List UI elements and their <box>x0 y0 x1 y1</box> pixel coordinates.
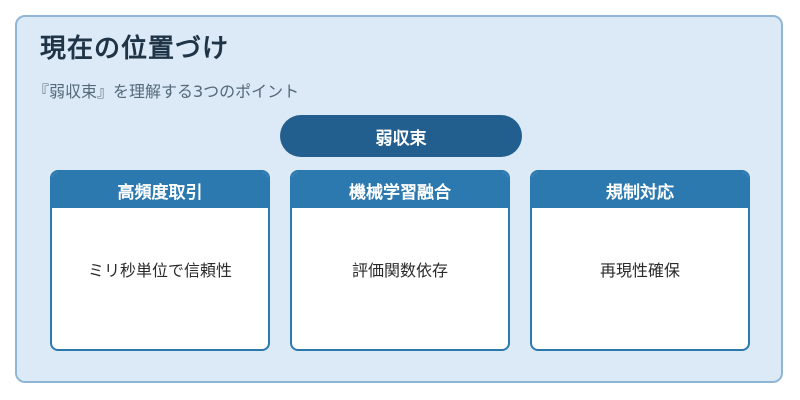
card-header: 高頻度取引 <box>52 172 268 208</box>
hub-label: 弱収束 <box>375 128 427 149</box>
card-text: 評価関数依存 <box>351 260 448 280</box>
page-subtitle: 『弱収束』を理解する3つのポイント <box>33 82 300 101</box>
card-body: 再現性確保 <box>532 208 748 329</box>
card-title: 高頻度取引 <box>117 182 203 203</box>
page-title: 現在の位置づけ <box>40 34 230 64</box>
card-text: 再現性確保 <box>599 260 680 280</box>
point-card-regulation: 規制対応 再現性確保 <box>530 170 750 351</box>
card-body: ミリ秒単位で信頼性 <box>52 208 268 329</box>
card-body: 評価関数依存 <box>292 208 508 329</box>
card-header: 機械学習融合 <box>292 172 508 208</box>
point-card-high-frequency-trading: 高頻度取引 ミリ秒単位で信頼性 <box>50 170 270 351</box>
hub-node: 弱収束 <box>280 115 522 157</box>
card-title: 規制対応 <box>606 182 674 203</box>
card-header: 規制対応 <box>532 172 748 208</box>
point-card-machine-learning: 機械学習融合 評価関数依存 <box>290 170 510 351</box>
card-text: ミリ秒単位で信頼性 <box>87 260 232 280</box>
card-title: 機械学習融合 <box>349 182 451 203</box>
